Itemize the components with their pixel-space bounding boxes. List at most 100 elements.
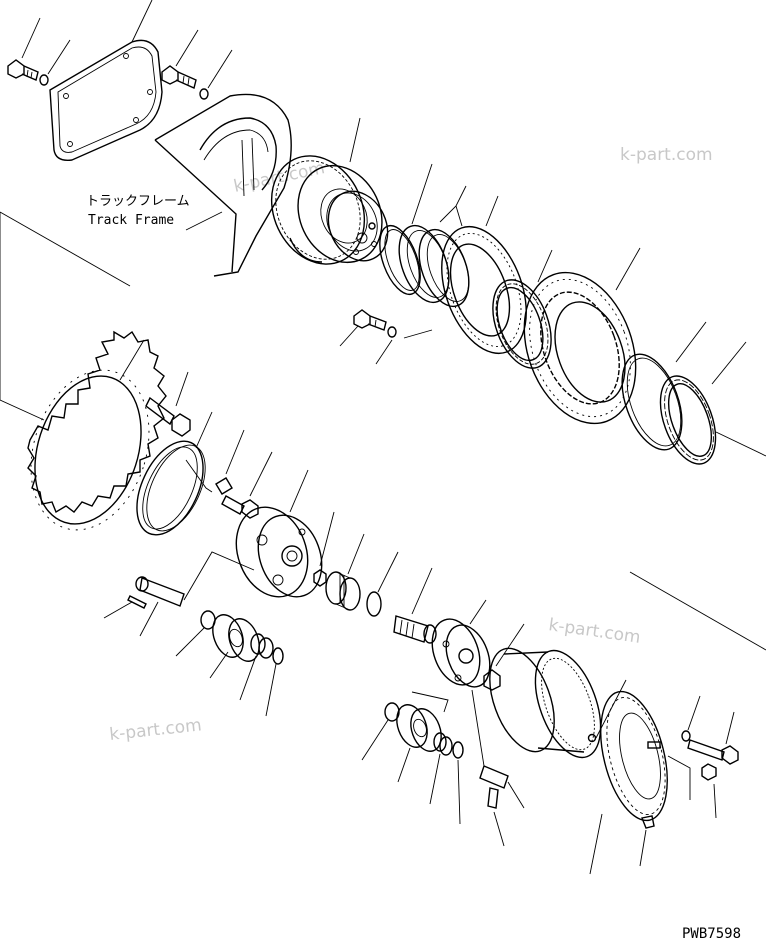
leader-line (207, 49, 233, 89)
planet-shaft-lower (479, 765, 509, 789)
lock-plate (215, 477, 233, 495)
leader-line (471, 689, 485, 767)
thrust-washer-lower (384, 702, 400, 722)
needle-bearing-small (250, 633, 274, 659)
leader-line (457, 759, 461, 825)
leader-line (119, 339, 145, 381)
leader-line (675, 321, 707, 363)
drain-plug (701, 763, 717, 781)
planet-gear-small (325, 571, 361, 611)
end-cover-washer (681, 730, 691, 742)
needle-bearing-lower (433, 732, 453, 756)
leader-line (469, 599, 487, 625)
leader-line (507, 781, 525, 809)
leader-line (195, 411, 213, 449)
leader-line (361, 719, 389, 761)
floating-seal (398, 224, 470, 308)
leader-line (439, 185, 467, 227)
travel-motor (270, 155, 389, 265)
hub-bolt (353, 309, 387, 331)
leader-line (375, 339, 393, 365)
watermark: k-part.com (108, 715, 202, 745)
leader-line (411, 691, 449, 713)
leader-line (47, 39, 71, 75)
leader-line (183, 551, 255, 601)
planet-shaft (135, 576, 185, 607)
assembly-line (629, 571, 766, 651)
seal-ring (136, 440, 206, 536)
snap-ring (366, 591, 382, 617)
leader-line (411, 567, 433, 615)
leader-line (347, 533, 365, 575)
second-carrier (431, 618, 491, 688)
leader-line (377, 551, 399, 593)
leader-line (429, 753, 441, 805)
leader-line (485, 195, 499, 227)
leader-line (397, 747, 411, 783)
leader-line (339, 325, 359, 347)
leader-line (711, 341, 747, 385)
assembly-line (715, 431, 766, 457)
carrier-bolt (221, 495, 259, 519)
leader-line (175, 29, 199, 67)
leader-line (175, 627, 205, 657)
leader-line (185, 211, 223, 231)
watermark: k-part.com (547, 615, 641, 648)
sprocket-bolt (145, 396, 191, 437)
leader-line (265, 663, 277, 717)
sun-gear-shaft (393, 615, 437, 644)
watermark: k-part.com (232, 158, 327, 197)
track-frame-label-en: Track Frame (88, 213, 174, 228)
end-cover (600, 690, 668, 822)
leader-line (713, 783, 717, 819)
leader-line (239, 655, 257, 701)
ring-gear (523, 271, 637, 425)
track-frame (154, 93, 292, 277)
planet-gear-large (212, 614, 260, 662)
cover-plate (49, 39, 163, 161)
cover-washer-2 (199, 88, 209, 100)
cover-plug (641, 815, 655, 829)
leader-line (411, 163, 433, 225)
sprocket (27, 330, 167, 531)
leader-line (595, 679, 627, 739)
assembly-line (0, 212, 45, 421)
assembly-line (0, 211, 131, 287)
thrust-washer (483, 669, 501, 691)
washer-lower (452, 741, 464, 759)
leader-line (21, 17, 41, 59)
track-frame-label-jp: トラックフレーム (86, 194, 190, 209)
leader-line (667, 755, 691, 800)
leader-line (175, 371, 189, 407)
cover-bolt-1 (7, 59, 39, 81)
bearing (492, 279, 552, 369)
leader-line (209, 651, 229, 679)
cover-washer-1 (39, 74, 49, 86)
leader-line (537, 249, 553, 283)
needle-bearing (659, 375, 717, 465)
end-cover-bolt (687, 739, 739, 765)
leader-line (687, 695, 701, 731)
leader-line (319, 511, 335, 567)
leader-line (349, 117, 361, 163)
leader-line (139, 601, 159, 637)
leader-line (185, 459, 213, 493)
leader-line (495, 623, 525, 667)
plug (587, 733, 597, 743)
spring-pin-lower (487, 787, 499, 809)
thrust-ring (621, 353, 683, 451)
watermark: k-part.com (620, 145, 713, 165)
cover-bolt-2 (161, 65, 197, 89)
washer-small (272, 647, 284, 665)
leader-line (725, 711, 735, 745)
leader-line (403, 329, 433, 339)
leader-line (249, 451, 273, 497)
leader-line (289, 469, 309, 513)
leader-line (639, 829, 647, 867)
leader-line (131, 0, 153, 43)
leader-line (103, 601, 133, 619)
leader-line (589, 813, 603, 875)
drawing-code: PWB7598 (682, 926, 741, 942)
leader-line (225, 429, 245, 475)
